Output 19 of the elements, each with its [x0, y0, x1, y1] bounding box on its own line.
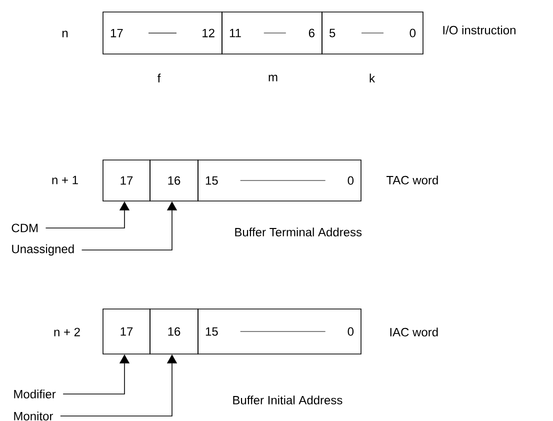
bit-field-cell: 17 12 [102, 12, 222, 54]
bit-field-cell: 16 [150, 308, 198, 354]
field-label: m [268, 74, 278, 82]
bit-field-cell: 17 [102, 160, 150, 202]
bit-field-cell: 17 [102, 308, 150, 354]
bit-field-cell: 5 0 [322, 12, 424, 54]
bit-label: Monitor [14, 412, 53, 420]
bit-label: Unassigned [12, 244, 74, 256]
bit-label: CDM [12, 224, 38, 232]
row-label: n [62, 30, 68, 38]
bit-field-cell: 11 6 [222, 12, 322, 54]
field-caption: Buffer Initial Address [233, 396, 342, 404]
bit-field-cell: 15 0 [198, 308, 362, 354]
field-label: k [370, 74, 376, 82]
bit-field-cell: 15 0 [198, 160, 362, 202]
field-label: f [158, 74, 161, 82]
field-caption: Buffer Terminal Address [235, 228, 362, 236]
bit-label: Modifier [14, 390, 56, 398]
bit-field-cell: 16 [150, 160, 198, 202]
